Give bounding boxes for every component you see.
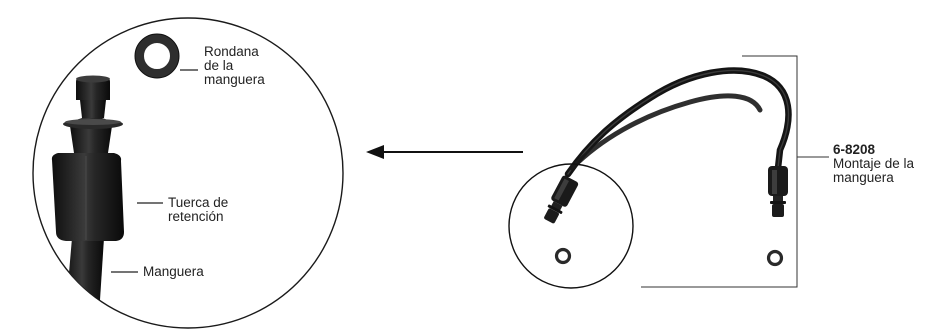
assembly-description-line-1: Montaje de la: [833, 157, 914, 171]
right-fitting: [768, 166, 788, 217]
assembly-label: 6-8208 Montaje de la manguera: [833, 143, 914, 185]
detail-circle: [33, 18, 343, 331]
right-washer: [769, 252, 782, 265]
hose-assembly: [541, 71, 789, 265]
detail-retention-nut: [52, 153, 124, 241]
left-washer: [557, 250, 570, 263]
part-number: 6-8208: [833, 143, 914, 157]
detail-arrow: [366, 145, 523, 159]
washer-label: Rondana de la manguera: [204, 45, 265, 87]
hose-label: Manguera: [143, 265, 204, 279]
assembly-description-line-2: manguera: [833, 171, 914, 185]
nut-label: Tuerca de retención: [168, 196, 228, 224]
left-fitting: [541, 175, 579, 226]
hose-loop: [568, 71, 788, 174]
